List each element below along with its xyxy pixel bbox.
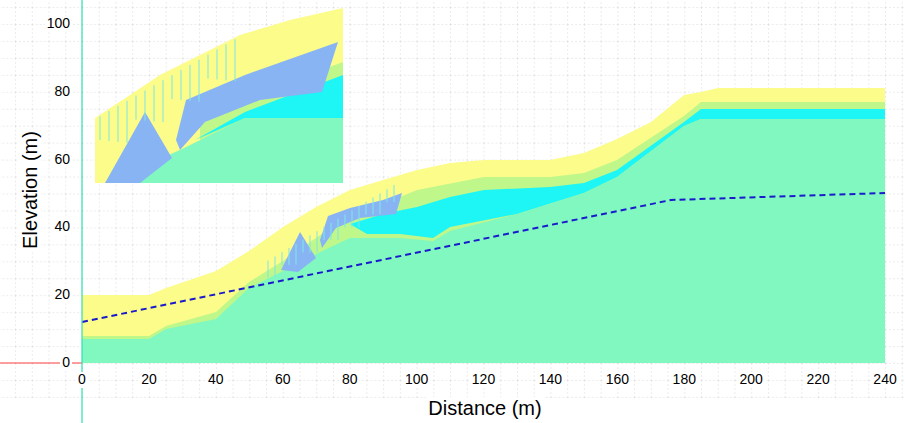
tick-label: 140 bbox=[537, 372, 564, 387]
texture-stripe bbox=[317, 231, 318, 252]
texture-stripe bbox=[127, 101, 128, 143]
texture-stripe bbox=[359, 206, 360, 227]
texture-stripe bbox=[289, 248, 290, 265]
texture-stripe bbox=[324, 227, 325, 240]
tick-label: 240 bbox=[871, 372, 898, 387]
texture-stripe bbox=[208, 55, 209, 79]
texture-stripe bbox=[163, 80, 164, 122]
texture-stripe bbox=[181, 70, 182, 100]
texture-stripe bbox=[303, 240, 304, 253]
slide-block bbox=[320, 193, 402, 248]
slide-block bbox=[281, 232, 316, 272]
tick-label: 0 bbox=[76, 372, 88, 387]
inset-zoom bbox=[95, 8, 343, 183]
tick-label: 120 bbox=[470, 372, 497, 387]
texture-stripe bbox=[310, 235, 311, 252]
tick-label: 0 bbox=[60, 355, 72, 370]
tick-label: 20 bbox=[139, 372, 159, 387]
tick-label: 80 bbox=[340, 372, 360, 387]
tick-label: 100 bbox=[45, 16, 72, 31]
tick-label: 60 bbox=[273, 372, 293, 387]
texture-stripe bbox=[109, 111, 110, 141]
texture-stripe bbox=[172, 75, 173, 99]
texture-stripe bbox=[352, 210, 353, 227]
light-green-layer bbox=[82, 102, 885, 363]
tick-label: 220 bbox=[804, 372, 831, 387]
texture-stripe bbox=[394, 185, 395, 202]
texture-stripe bbox=[217, 49, 218, 79]
axis-title: Elevation (m) bbox=[19, 129, 41, 251]
texture-stripe bbox=[199, 60, 200, 102]
texture-stripe bbox=[136, 96, 137, 120]
tick-label: 80 bbox=[52, 84, 72, 99]
axis-title: Distance (m) bbox=[426, 397, 543, 419]
tick-label: 40 bbox=[206, 372, 226, 387]
texture-stripe bbox=[345, 214, 346, 227]
tick-label: 40 bbox=[52, 219, 72, 234]
texture-stripe bbox=[190, 65, 191, 101]
tick-label: 60 bbox=[52, 152, 72, 167]
texture-stripe bbox=[338, 219, 339, 240]
texture-stripe bbox=[275, 256, 276, 277]
green-bedrock bbox=[82, 119, 885, 363]
texture-stripe bbox=[235, 39, 236, 81]
texture-stripe bbox=[387, 189, 388, 202]
texture-stripe bbox=[145, 91, 146, 121]
texture-stripe bbox=[154, 85, 155, 121]
tick-label: 200 bbox=[738, 372, 765, 387]
texture-stripe bbox=[226, 44, 227, 80]
tick-label: 100 bbox=[403, 372, 430, 387]
texture-stripe bbox=[366, 202, 367, 215]
texture-stripe bbox=[282, 252, 283, 265]
texture-stripe bbox=[296, 244, 297, 265]
texture-stripe bbox=[331, 223, 332, 240]
texture-stripe bbox=[100, 116, 101, 140]
water-table bbox=[82, 193, 885, 322]
tick-label: 20 bbox=[52, 287, 72, 302]
tick-label: 180 bbox=[671, 372, 698, 387]
texture-stripe bbox=[268, 261, 269, 278]
texture-stripe bbox=[380, 193, 381, 214]
y-axis bbox=[81, 0, 82, 423]
grid bbox=[0, 0, 905, 398]
texture-stripe bbox=[373, 198, 374, 215]
texture-stripe bbox=[118, 106, 119, 142]
tick-label: 160 bbox=[604, 372, 631, 387]
